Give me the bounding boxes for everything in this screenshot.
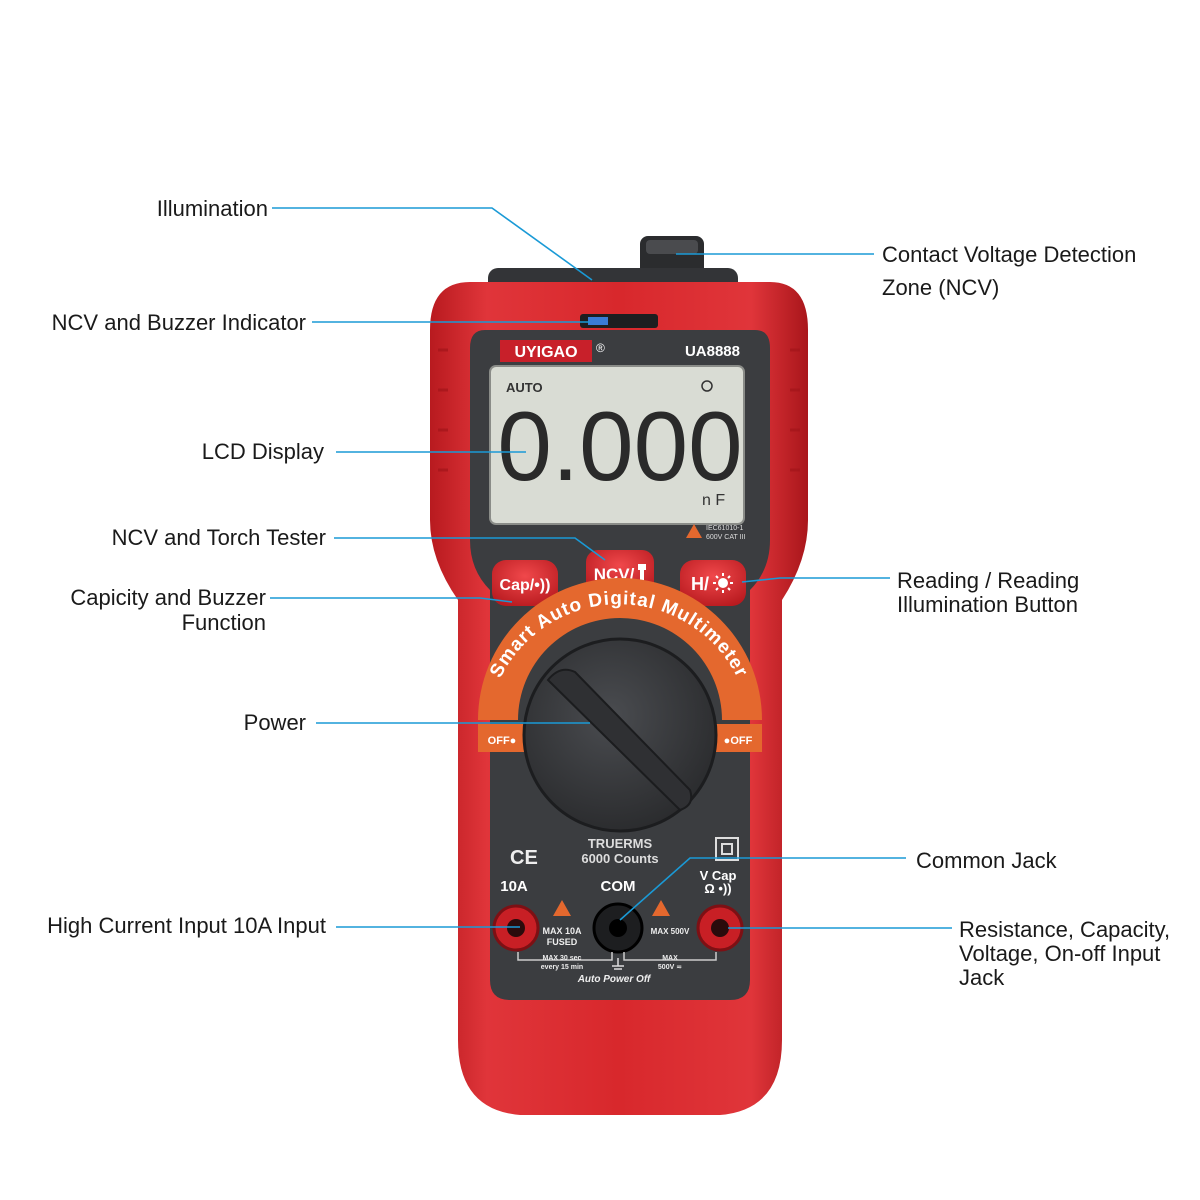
lcd-reading: 0.000	[497, 391, 742, 501]
grip-ridges	[438, 348, 800, 472]
hold-button[interactable]: H/	[680, 560, 746, 606]
jack-v-label-2: Ω •))	[704, 881, 731, 896]
double-insulation-icon	[715, 837, 739, 861]
truerms-label: TRUERMS	[588, 836, 653, 851]
off-left-label: OFF●	[488, 735, 517, 747]
safety-line1: IEC61010-1	[706, 525, 743, 532]
leader-lines	[270, 207, 952, 929]
callout-contact-voltage-line2: Zone (NCV)	[882, 275, 1000, 300]
registered-mark: ®	[596, 341, 605, 355]
warning-icon-10a	[553, 900, 571, 916]
off-right-label: ●OFF	[724, 735, 753, 747]
torch-icon	[638, 564, 646, 584]
callout-illumination: Illumination	[156, 196, 268, 221]
jack-v-label-1: V Cap	[700, 868, 737, 883]
callout-ncv-buzzer-indicator: NCV and Buzzer Indicator	[51, 310, 306, 335]
power-dial-knob[interactable]	[522, 637, 718, 833]
ground-icon	[612, 958, 624, 970]
callout-resistance-line1: Resistance, Capacity,	[959, 917, 1171, 942]
warning-icon-v	[652, 900, 670, 916]
callout-contact-voltage-line1: Contact Voltage Detection	[882, 242, 1137, 267]
auto-power-off-label: Auto Power Off	[577, 974, 652, 985]
jack-10a[interactable]	[492, 904, 540, 952]
hold-button-label: H/	[691, 574, 709, 594]
lcd-display	[489, 365, 745, 525]
lcd-unit: n F	[702, 492, 725, 509]
callout-ncv-torch-tester: NCV and Torch Tester	[111, 525, 326, 550]
jack-com-label: COM	[601, 878, 636, 895]
cap-button[interactable]: Cap/•))	[492, 560, 558, 606]
callout-resistance-line3: Jack	[959, 965, 1005, 990]
dial-ring	[478, 578, 762, 720]
callout-lcd-display: LCD Display	[201, 439, 324, 464]
max30-line2: every 15 min	[541, 964, 583, 971]
brand-plate	[500, 340, 592, 362]
ce-mark: CE	[510, 847, 538, 869]
max500-label: MAX 500V	[651, 927, 690, 936]
off-left-plate	[478, 724, 526, 752]
callout-common-jack: Common Jack	[916, 848, 1057, 873]
max500b-line1: MAX	[662, 955, 678, 962]
callout-power: Power	[243, 710, 306, 735]
callout-capacity-buzzer-line1: Capicity and Buzzer	[70, 585, 266, 610]
warning-icon	[686, 524, 702, 538]
off-right-plate	[714, 724, 762, 752]
model-text: UA8888	[685, 343, 740, 360]
fuse-line2: FUSED	[547, 937, 578, 947]
backlight-sun-icon	[713, 573, 733, 593]
callout-resistance-line2: Voltage, On-off Input	[959, 941, 1161, 966]
callout-reading-illum-line2: Illumination Button	[897, 592, 1078, 617]
jack-com[interactable]	[592, 902, 644, 954]
callout-reading-illum-line1: Reading / Reading	[897, 568, 1080, 593]
counts-label: 6000 Counts	[581, 851, 658, 866]
jack-10a-label: 10A	[500, 878, 528, 895]
cap-button-label: Cap/•))	[500, 577, 551, 594]
max500b-line2: 500V ≂	[658, 964, 682, 971]
callout-capacity-buzzer-line2: Function	[181, 610, 266, 635]
auto-off-icon	[701, 380, 713, 392]
fuse-line1: MAX 10A	[542, 926, 582, 936]
callout-high-current-input: High Current Input 10A Input	[47, 913, 326, 938]
safety-line2: 600V CAT III	[706, 534, 745, 541]
lcd-auto: AUTO	[506, 380, 543, 395]
brand-text: UYIGAO	[514, 344, 577, 361]
max30-line1: MAX 30 sec	[543, 955, 582, 962]
